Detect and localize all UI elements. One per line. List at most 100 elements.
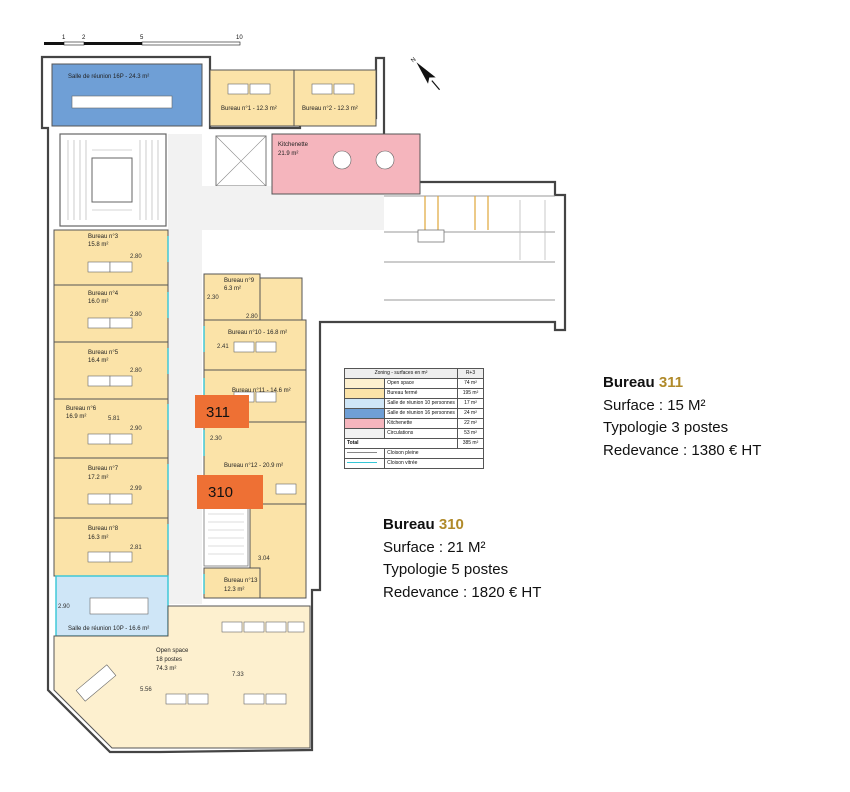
legend-row-label: Bureau fermé — [384, 388, 458, 399]
legend-row: Kitchenette 22 m² — [343, 418, 485, 429]
office-311-info: Bureau 311 Surface : 15 M² Typologie 3 p… — [603, 372, 761, 462]
area-kitchenette: 21.9 m² — [278, 151, 298, 157]
elevator-shafts — [215, 135, 267, 187]
label-bureau-1: Bureau n°1 - 12.3 m² — [221, 106, 277, 112]
label-bureau-11: Bureau n°11 - 14.6 m² — [232, 388, 291, 394]
office-310-redevance: Redevance : 1820 € HT — [383, 583, 542, 601]
room-bureau-9-ext — [259, 277, 303, 321]
posts-open-space: 18 postes — [156, 657, 182, 663]
dim-bureau-4: 2.80 — [130, 312, 142, 318]
label-bureau-13: Bureau n°13 — [224, 578, 258, 584]
legend-swatch — [343, 378, 386, 389]
marker-311[interactable]: 311 — [195, 395, 249, 428]
legend-total-row: Total 385 m² — [344, 438, 485, 449]
office-310-title-word: Bureau — [383, 516, 435, 533]
dim-bureau-5: 2.80 — [130, 368, 142, 374]
legend-wall-swatch — [343, 448, 386, 459]
room-bureau-8 — [53, 517, 169, 577]
label-bureau-5: Bureau n°5 — [88, 350, 119, 356]
label-reunion-16: Salle de réunion 16P - 24.3 m² — [68, 74, 149, 80]
legend-row-value: 53 m² — [456, 428, 485, 439]
area-bureau-6: 16.9 m² — [66, 414, 86, 420]
rooms — [51, 63, 421, 749]
area-bureau-9: 6.3 m² — [224, 286, 241, 292]
legend-row-value: 195 m² — [456, 388, 485, 399]
dim-open-space-b: 7.33 — [232, 672, 244, 678]
marker-311-label: 311 — [206, 404, 230, 421]
dim-bureau-6: 2.90 — [130, 426, 142, 432]
legend-row: Bureau fermé 195 m² — [343, 388, 485, 399]
room-bureau-5 — [53, 341, 169, 400]
area-bureau-4: 16.0 m² — [88, 299, 108, 305]
office-311-title: Bureau 311 — [603, 372, 761, 395]
legend-row-value: 22 m² — [456, 418, 485, 429]
legend-wall-row: Cloison vitrée — [343, 458, 484, 469]
office-310-number: 310 — [438, 516, 464, 533]
office-311-typologie: Typologie 3 postes — [603, 419, 729, 436]
office-311-surface: Surface : 15 M² — [603, 396, 706, 414]
legend-row: Salle de réunion 10 personnes 17 m² — [343, 398, 485, 409]
label-bureau-6: Bureau n°6 — [66, 406, 97, 412]
legend-row-label: Circulations — [384, 428, 458, 439]
room-reunion-16 — [51, 63, 203, 127]
legend-wall-label: Cloison vitrée — [384, 458, 484, 469]
marker-310[interactable]: 310 — [197, 475, 263, 509]
marker-310-label: 310 — [208, 484, 233, 501]
label-kitchenette: Kitchenette — [278, 142, 309, 148]
legend-wall-row: Cloison pleine — [343, 448, 484, 459]
label-bureau-10: Bureau n°10 - 16.8 m² — [228, 330, 287, 336]
dim-bureau-9: 2.30 — [207, 295, 219, 301]
legend-header-value: R+3 — [456, 368, 485, 379]
stair-core — [59, 133, 167, 227]
legend-total-label: Total — [344, 438, 458, 449]
office-310-info: Bureau 310 Surface : 21 M² Typologie 5 p… — [383, 514, 541, 604]
legend-row-label: Kitchenette — [384, 418, 458, 429]
scale-bar: 1 2 5 10 — [44, 35, 243, 46]
legend-row: Open space 74 m² — [343, 378, 485, 389]
room-bureau-13b — [203, 567, 261, 599]
dim-open-space: 5.56 — [140, 687, 152, 693]
label-bureau-2: Bureau n°2 - 12.3 m² — [302, 106, 358, 112]
room-bureau-3 — [53, 229, 169, 286]
dim-bureau-3: 2.80 — [130, 254, 142, 260]
legend-swatch — [343, 408, 386, 419]
area-bureau-8: 16.3 m² — [88, 535, 108, 541]
legend-header-label: Zoning - surfaces en m² — [344, 368, 458, 379]
label-bureau-7: Bureau n°7 — [88, 466, 119, 472]
dim-bureau-6b: 5.81 — [108, 416, 120, 422]
scale-tick-10: 10 — [236, 35, 243, 41]
office-311-number: 311 — [658, 374, 684, 391]
label-bureau-3: Bureau n°3 — [88, 234, 119, 240]
legend-header: Zoning - surfaces en m² R+3 — [344, 368, 485, 379]
legend-swatch — [343, 398, 386, 409]
legend-row-value: 24 m² — [456, 408, 485, 419]
room-bureau-4 — [53, 284, 169, 343]
label-open-space: Open space — [156, 648, 189, 654]
room-bureau-10 — [203, 319, 307, 371]
label-bureau-9: Bureau n°9 — [224, 278, 255, 284]
area-open-space: 74.3 m² — [156, 666, 176, 672]
area-bureau-13: 12.3 m² — [224, 587, 244, 593]
scale-tick-2: 2 — [82, 35, 86, 41]
room-bureau-6 — [53, 398, 169, 459]
inner-stair — [203, 505, 249, 567]
legend-row-label: Open space — [384, 378, 458, 389]
room-bureau-9 — [203, 273, 261, 321]
dim-bureau-7: 2.99 — [130, 486, 142, 492]
scale-tick-5: 5 — [140, 35, 144, 41]
room-bureau-2 — [293, 69, 377, 127]
dim-bureau-13: 3.04 — [258, 556, 270, 562]
room-labels: Salle de réunion 16P - 24.3 m² Bureau n°… — [58, 74, 358, 693]
legend-row: Salle de réunion 16 personnes 24 m² — [343, 408, 485, 419]
label-bureau-8: Bureau n°8 — [88, 526, 119, 532]
scale-tick-1: 1 — [62, 35, 66, 41]
label-reunion-10: Salle de réunion 10P - 16.6 m² — [68, 626, 149, 632]
north-arrow-icon: N — [410, 57, 441, 91]
legend-wall-label: Cloison pleine — [384, 448, 484, 459]
zoning-legend: Zoning - surfaces en m² R+3 Open space 7… — [343, 368, 485, 469]
legend-wall-swatch — [343, 458, 386, 469]
legend-row-label: Salle de réunion 10 personnes — [384, 398, 458, 409]
legend-row-label: Salle de réunion 16 personnes — [384, 408, 458, 419]
room-bureau-7 — [53, 457, 169, 519]
